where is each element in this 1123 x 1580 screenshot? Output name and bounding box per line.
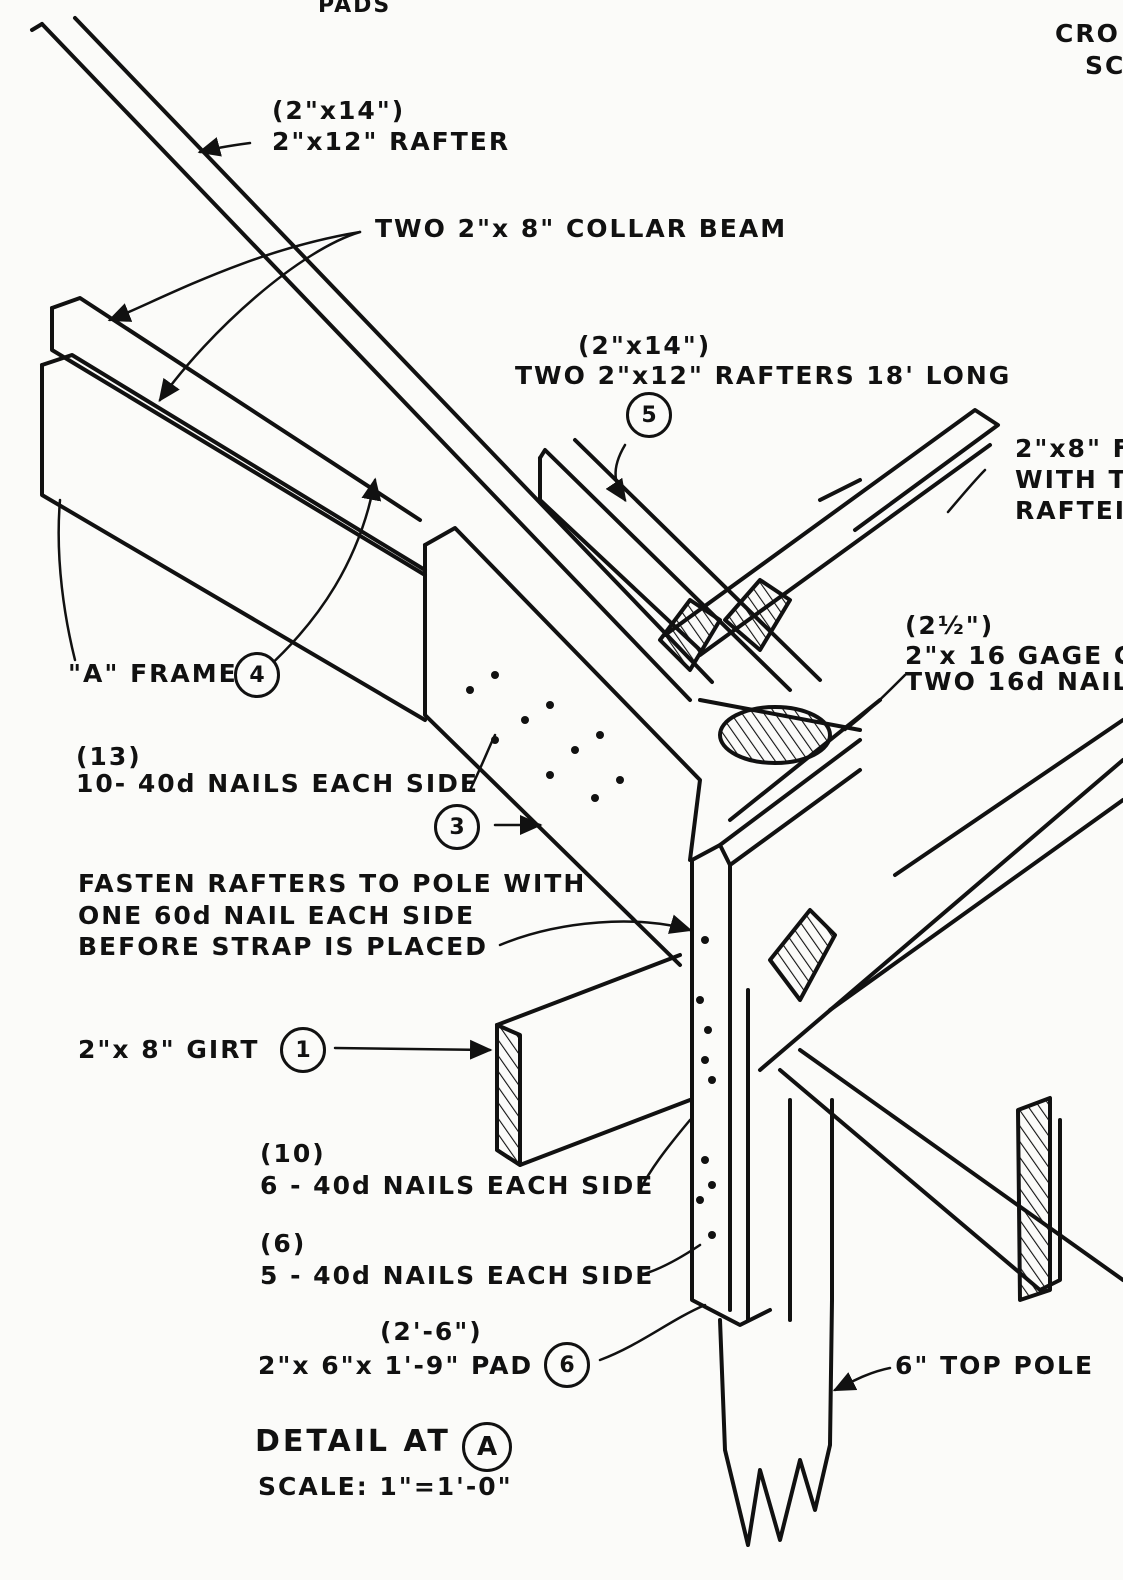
label-fasten-1: FASTEN RAFTERS TO POLE WITH bbox=[78, 869, 587, 898]
label-purlin-1: 2"x8" F bbox=[1015, 434, 1123, 463]
girt bbox=[495, 953, 692, 1167]
label-cross-section-scale: SC bbox=[1085, 51, 1123, 80]
callout-1: 1 bbox=[280, 1027, 326, 1073]
pole-top bbox=[698, 698, 882, 822]
rafter-left bbox=[30, 16, 714, 702]
pad-strap bbox=[690, 738, 862, 1327]
girt-right bbox=[778, 1048, 1123, 1302]
label-rafters-alt: (2"x14") bbox=[578, 331, 712, 360]
detail-title: DETAIL AT bbox=[255, 1424, 451, 1459]
label-nails6-alt: (6) bbox=[260, 1229, 307, 1258]
purlin-lower bbox=[758, 718, 1123, 1072]
callout-4: 4 bbox=[234, 652, 280, 698]
label-pole: 6" TOP POLE bbox=[895, 1351, 1095, 1380]
label-rafter: 2"x12" RAFTER bbox=[272, 127, 511, 156]
label-fasten-2: ONE 60d NAIL EACH SIDE bbox=[78, 901, 476, 930]
label-pad: 2"x 6"x 1'-9" PAD bbox=[258, 1351, 534, 1380]
label-gage-1: 2"x 16 GAGE G bbox=[905, 641, 1123, 670]
label-rafter-alt: (2"x14") bbox=[272, 96, 406, 125]
label-gage-alt: (2½") bbox=[905, 611, 995, 640]
label-fasten-3: BEFORE STRAP IS PLACED bbox=[78, 932, 488, 961]
gusset-plate bbox=[423, 526, 702, 967]
label-gage-2: TWO 16d NAILS bbox=[905, 667, 1123, 696]
callout-6: 6 bbox=[544, 1342, 590, 1388]
label-nails13: 10- 40d NAILS EACH SIDE bbox=[76, 769, 480, 798]
callout-3: 3 bbox=[434, 804, 480, 850]
pole-shaft bbox=[718, 1098, 834, 1547]
label-nails10-alt: (10) bbox=[260, 1139, 326, 1168]
label-girt: 2"x 8" GIRT bbox=[78, 1035, 260, 1064]
leader-lines bbox=[57, 137, 987, 1392]
detail-ref: A bbox=[462, 1422, 512, 1472]
nail-holes bbox=[466, 671, 716, 1239]
label-pads: PADS bbox=[318, 0, 392, 18]
label-a-frame: "A" FRAME bbox=[68, 659, 238, 688]
label-collar-beam: TWO 2"x 8" COLLAR BEAM bbox=[375, 214, 788, 243]
callout-5: 5 bbox=[626, 392, 672, 438]
label-nails10: 6 - 40d NAILS EACH SIDE bbox=[260, 1171, 655, 1200]
label-nails13-alt: (13) bbox=[76, 742, 142, 771]
label-cross-section: CRO bbox=[1055, 19, 1120, 48]
purlin-top bbox=[658, 408, 1000, 672]
label-nails6: 5 - 40d NAILS EACH SIDE bbox=[260, 1261, 655, 1290]
label-purlin-2: WITH T bbox=[1015, 465, 1123, 494]
label-purlin-3: RAFTEI bbox=[1015, 496, 1123, 525]
label-rafters: TWO 2"x12" RAFTERS 18' LONG bbox=[515, 361, 1012, 390]
detail-scale: SCALE: 1"=1'-0" bbox=[258, 1472, 513, 1501]
collar-beams bbox=[40, 296, 427, 722]
label-pad-alt: (2'-6") bbox=[380, 1317, 483, 1346]
